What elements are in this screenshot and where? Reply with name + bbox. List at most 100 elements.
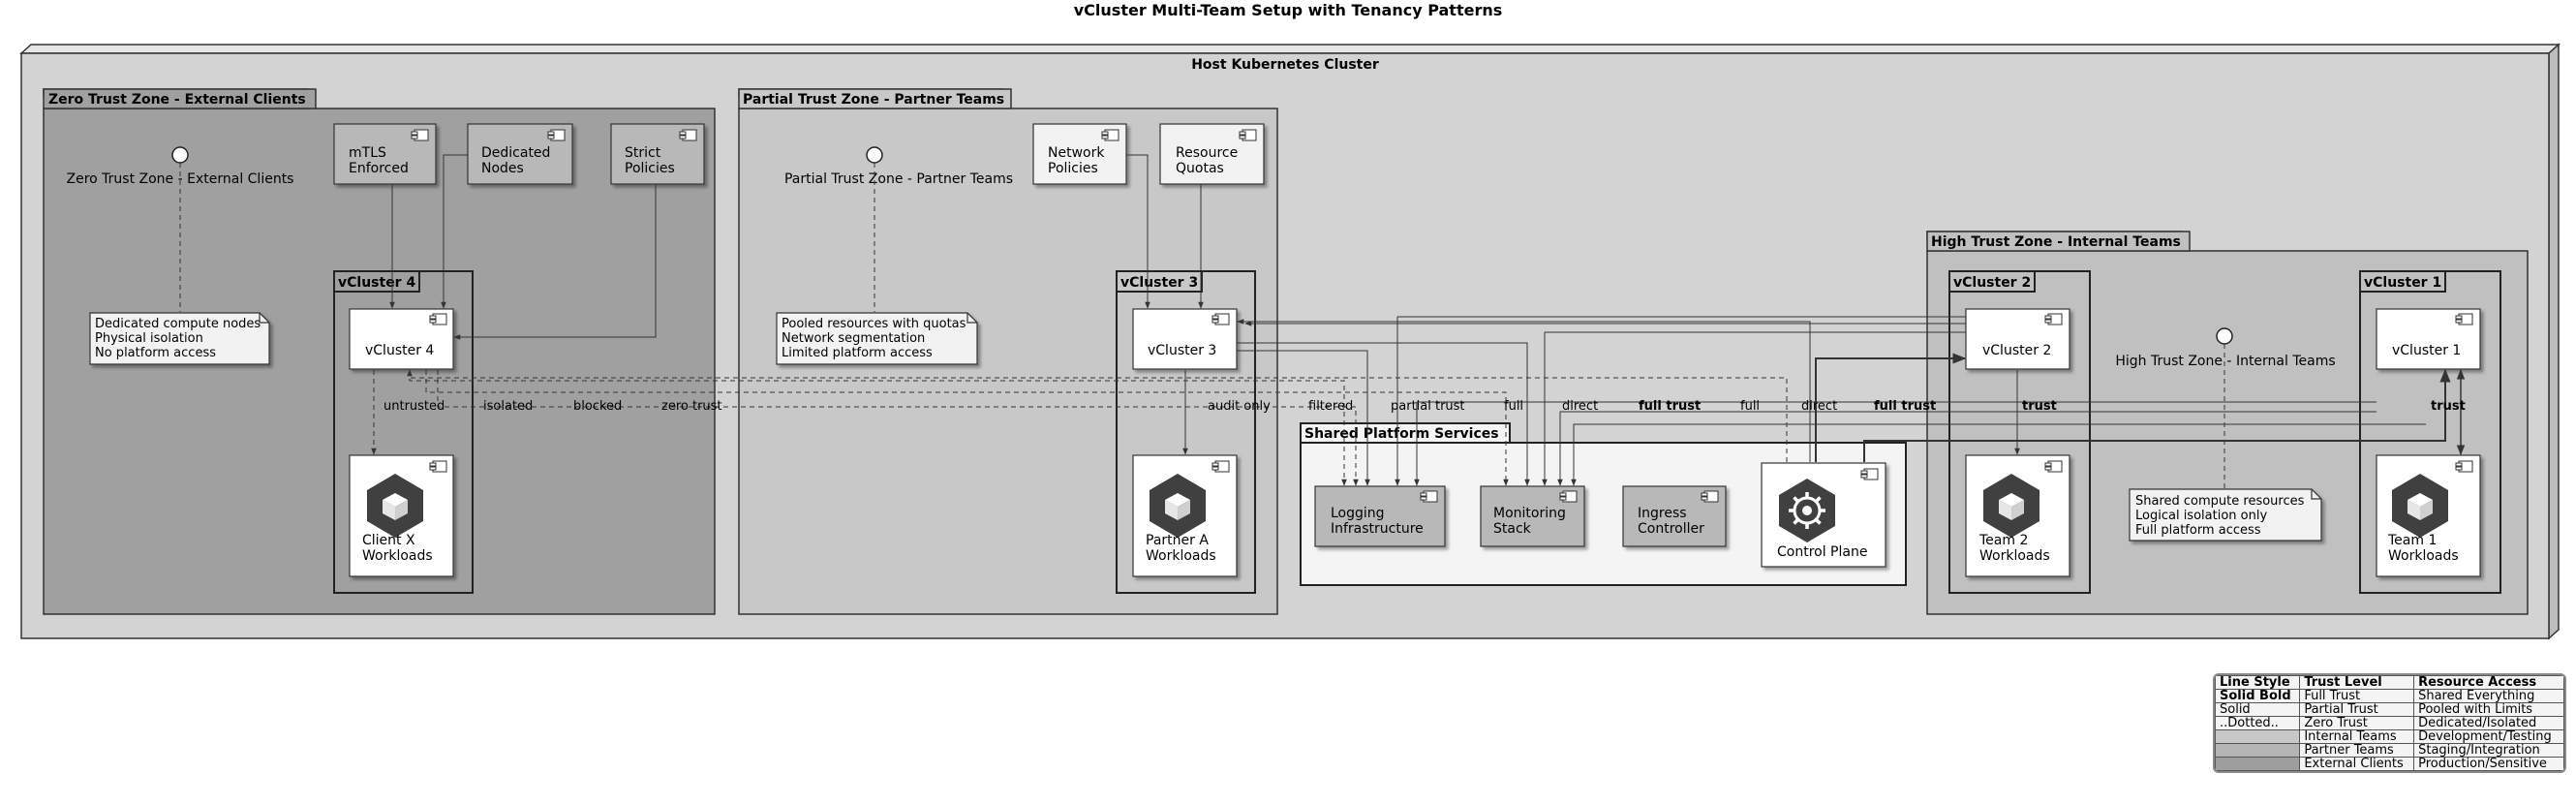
connector-lines <box>179 154 2466 488</box>
edge-label-full-1: full <box>1504 399 1523 414</box>
edge-label-full-trust-2: full trust <box>1874 399 1936 414</box>
legend-trust-level-cell: Full Trust <box>2299 689 2415 703</box>
legend-resource-access-cell: Production/Sensitive <box>2413 757 2564 771</box>
high-trust-zone-label: High Trust Zone - Internal Teams <box>1931 234 2181 250</box>
zero-trust-interface-label: Zero Trust Zone - External Clients <box>67 171 294 187</box>
vcluster-3-package-label: vCluster 3 <box>1120 275 1198 291</box>
vcluster-2-label: vCluster 2 <box>1982 343 2051 358</box>
zero-trust-interface: Zero Trust Zone - External Clients <box>67 146 294 187</box>
vcluster-4-package-label: vCluster 4 <box>338 275 415 291</box>
partial-trust-zone-label: Partial Trust Zone - Partner Teams <box>743 92 1004 108</box>
control-plane-component[interactable]: Control Plane <box>1761 462 1886 568</box>
legend-table: Line Style Trust Level Resource Access S… <box>2213 673 2566 773</box>
edge-label-untrusted: untrusted <box>383 399 445 414</box>
edge-network-vc3 <box>1126 154 1150 309</box>
legend-header-row: Line Style Trust Level Resource Access <box>2215 675 2564 690</box>
component-icon <box>547 129 566 141</box>
cube-icon <box>2392 474 2448 538</box>
legend-line-style-cell: Solid <box>2215 702 2301 717</box>
edge-vc3-monitoring <box>1237 342 1530 486</box>
edge-vc4-blocked <box>437 370 1359 486</box>
legend-line-style-cell <box>2215 743 2301 758</box>
edge-vc2-monitoring <box>1542 331 1966 486</box>
edge-cp-vc3 <box>1237 319 1811 462</box>
cube-icon <box>1150 474 1206 538</box>
component-icon <box>1559 490 1578 503</box>
edge-label-filtered: filtered <box>1308 399 1353 414</box>
legend-resource-access-cell: Shared Everything <box>2413 689 2564 703</box>
diagram-title: vCluster Multi-Team Setup with Tenancy P… <box>1074 1 1503 19</box>
edge-labels: untrusted isolated blocked zero trust au… <box>383 399 2466 414</box>
component-icon <box>1211 460 1230 473</box>
component-icon <box>1211 313 1230 325</box>
edge-vc2-logging <box>1395 316 1966 486</box>
vcluster-1-package-label: vCluster 1 <box>2364 275 2441 291</box>
legend-trust-level-cell: Partner Teams <box>2299 743 2415 758</box>
edge-label-direct-1: direct <box>1562 399 1598 414</box>
legend-trust-level-cell: Partial Trust <box>2299 702 2415 717</box>
vcluster-2-component[interactable]: vCluster 2 <box>1965 308 2070 370</box>
edge-cp-vc1 <box>1863 368 2451 462</box>
edge-label-trust-vc1: trust <box>2431 399 2466 414</box>
component-icon <box>1701 490 1719 503</box>
legend-header-resource-access: Resource Access <box>2413 675 2564 690</box>
edge-label-full-2: full <box>1740 399 1760 414</box>
edge-label-full-trust-1: full trust <box>1639 399 1701 414</box>
cube-icon <box>367 474 423 538</box>
shared-platform-label: Shared Platform Services <box>1304 426 1499 442</box>
component-icon <box>2044 460 2063 473</box>
zero-trust-zone-label: Zero Trust Zone - External Clients <box>48 92 306 108</box>
component-icon <box>1239 129 1257 141</box>
component-icon <box>1101 129 1119 141</box>
vcluster-4-component[interactable]: vCluster 4 <box>349 308 454 370</box>
edge-vc4-monitoring <box>425 370 1509 486</box>
control-plane-label: Control Plane <box>1777 544 1867 560</box>
high-trust-interface: High Trust Zone - Internal Teams <box>2115 327 2336 369</box>
component-icon <box>429 460 447 473</box>
legend-header-line-style: Line Style <box>2215 675 2301 690</box>
component-icon <box>2044 313 2063 325</box>
legend-resource-access-cell: Development/Testing <box>2413 729 2564 744</box>
vcluster-2-package-label: vCluster 2 <box>1953 275 2031 291</box>
edge-label-zero-trust: zero trust <box>661 399 722 414</box>
cube-icon <box>1983 474 2039 538</box>
vcluster-1-component[interactable]: vCluster 1 <box>2376 308 2481 370</box>
legend-line-style-cell: ..Dotted.. <box>2215 716 2301 730</box>
vcluster-3-component[interactable]: vCluster 3 <box>1132 308 1238 370</box>
component-icon <box>429 313 447 325</box>
edge-vc3-logging <box>1237 350 1370 486</box>
edge-cp-vc2 <box>1815 353 1967 462</box>
gear-icon <box>1779 479 1835 542</box>
component-icon <box>1860 468 1879 480</box>
vcluster-1-label: vCluster 1 <box>2392 343 2461 358</box>
edge-strict-vc4 <box>453 184 657 340</box>
edge-label-audit-only: audit only <box>1208 399 1271 414</box>
